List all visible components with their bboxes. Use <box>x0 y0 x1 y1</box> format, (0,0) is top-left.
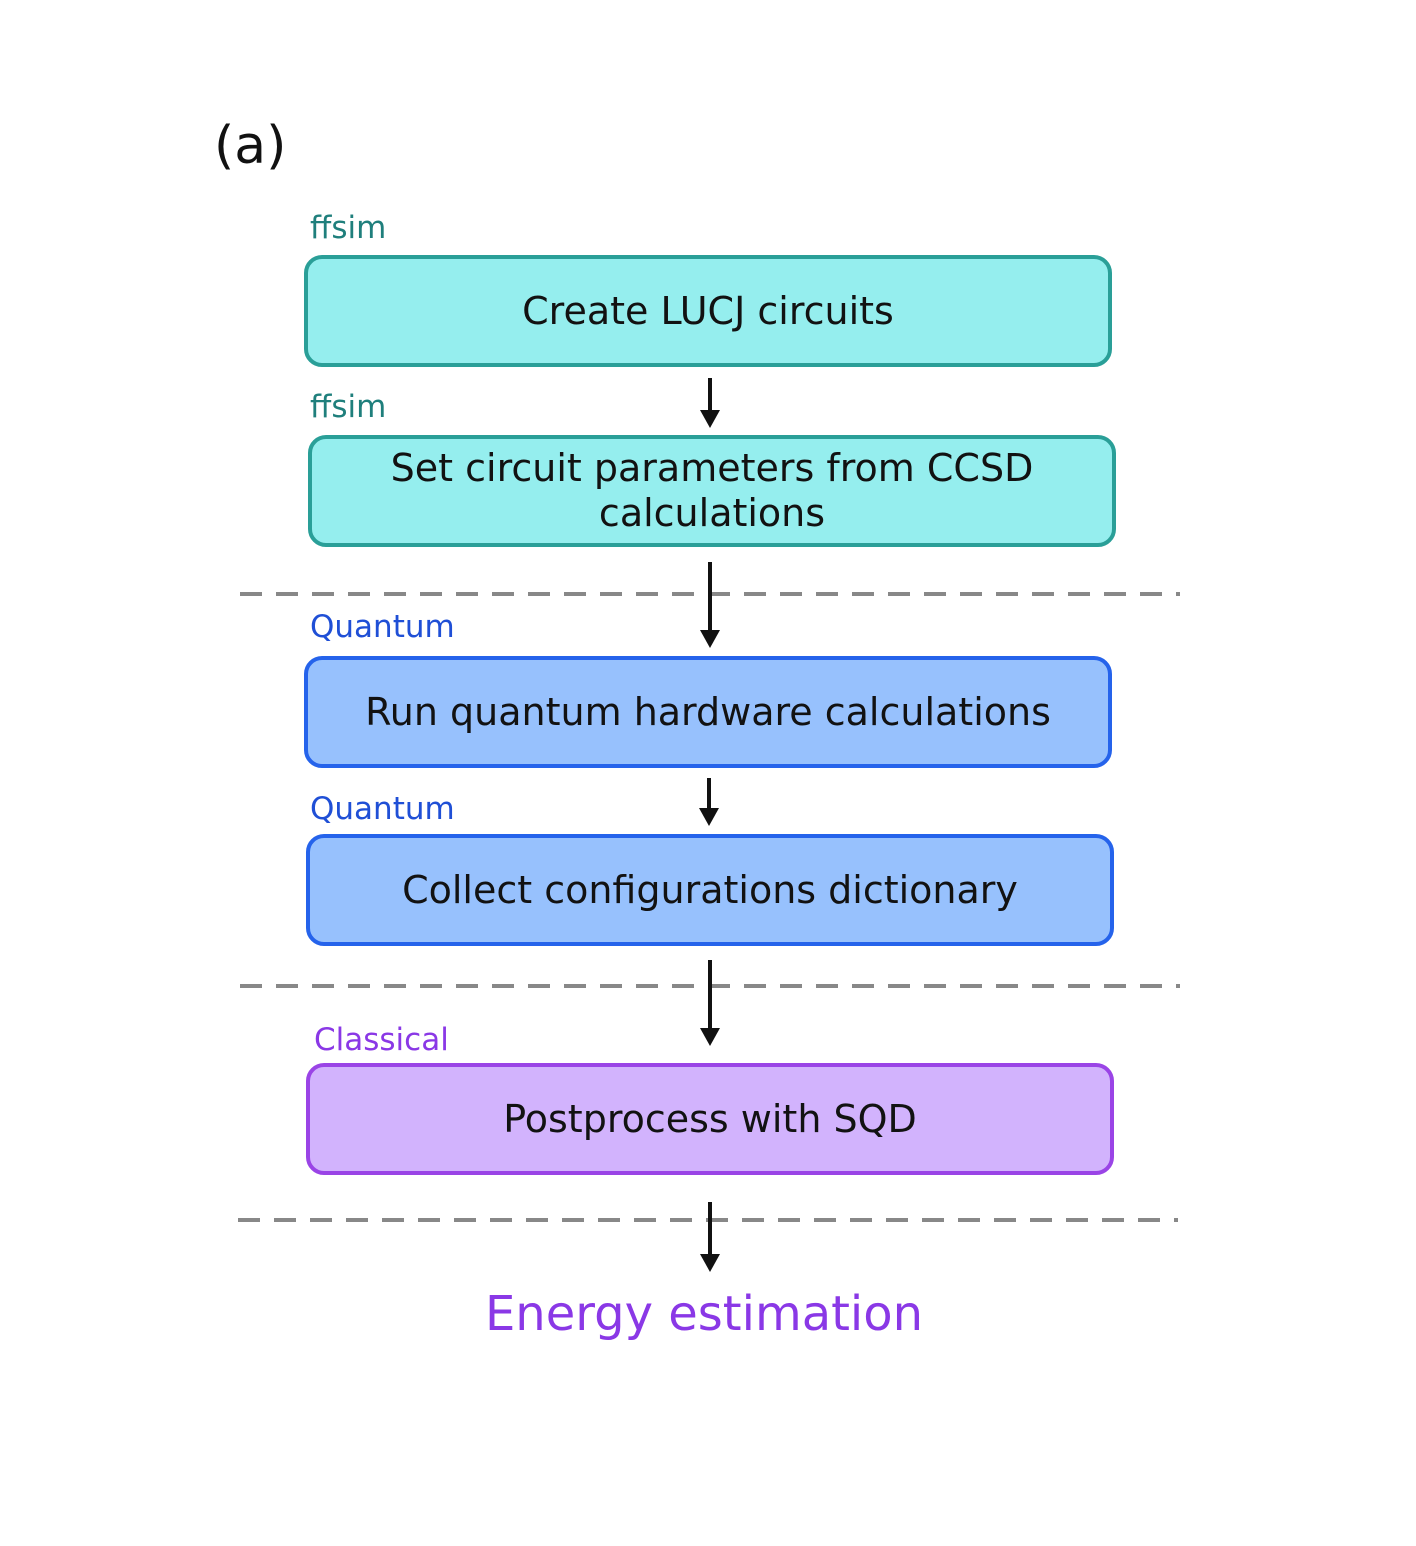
step-3-tag: Quantum <box>310 609 455 645</box>
step-4-tag: Quantum <box>310 791 455 827</box>
panel-label: (a) <box>214 116 287 176</box>
arrow-4 <box>700 960 720 1046</box>
step-1-line-1: Create LUCJ circuits <box>522 288 894 333</box>
step-5-box: Postprocess with SQD <box>306 1063 1114 1175</box>
step-4-box: Collect configurations dictionary <box>306 834 1114 946</box>
step-5-line-1: Postprocess with SQD <box>503 1096 917 1141</box>
step-2-line-1: Set circuit parameters from CCSD <box>390 446 1034 491</box>
result-label: Energy estimation <box>484 1286 924 1342</box>
step-3-box: Run quantum hardware calculations <box>304 656 1112 768</box>
step-2-tag: ffsim <box>310 389 387 425</box>
arrow-1 <box>700 378 720 428</box>
step-1-box: Create LUCJ circuits <box>304 255 1112 367</box>
step-3-line-1: Run quantum hardware calculations <box>365 689 1051 734</box>
step-1-tag: ffsim <box>310 210 387 246</box>
arrow-5 <box>700 1202 720 1272</box>
arrow-2 <box>700 562 720 648</box>
step-2-line-2: calculations <box>598 491 826 535</box>
step-5-tag: Classical <box>314 1022 449 1058</box>
arrow-3 <box>699 778 719 826</box>
step-4-line-1: Collect configurations dictionary <box>402 867 1018 912</box>
step-2-box: Set circuit parameters from CCSD calcula… <box>308 435 1116 547</box>
